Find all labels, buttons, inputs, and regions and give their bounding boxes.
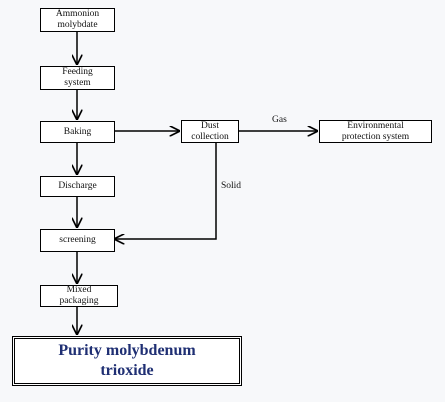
node-feeding-system: Feeding system (40, 66, 115, 90)
node-ammonium-molybdate: Ammonion molybdate (40, 8, 115, 32)
edge-label-gas: Gas (272, 115, 287, 125)
node-screening: screening (40, 229, 115, 252)
node-mixed-packaging: Mixed packaging (40, 285, 118, 307)
edge-dust-to-screening (115, 143, 217, 239)
node-baking: Baking (40, 121, 115, 143)
node-discharge: Discharge (40, 176, 115, 197)
edge-label-solid: Solid (221, 181, 242, 191)
node-environmental-protection: Environmental protection system (319, 120, 432, 143)
node-final-product: Purity molybdenum trioxide (12, 336, 242, 386)
node-dust-collection: Dust collection (181, 120, 239, 143)
